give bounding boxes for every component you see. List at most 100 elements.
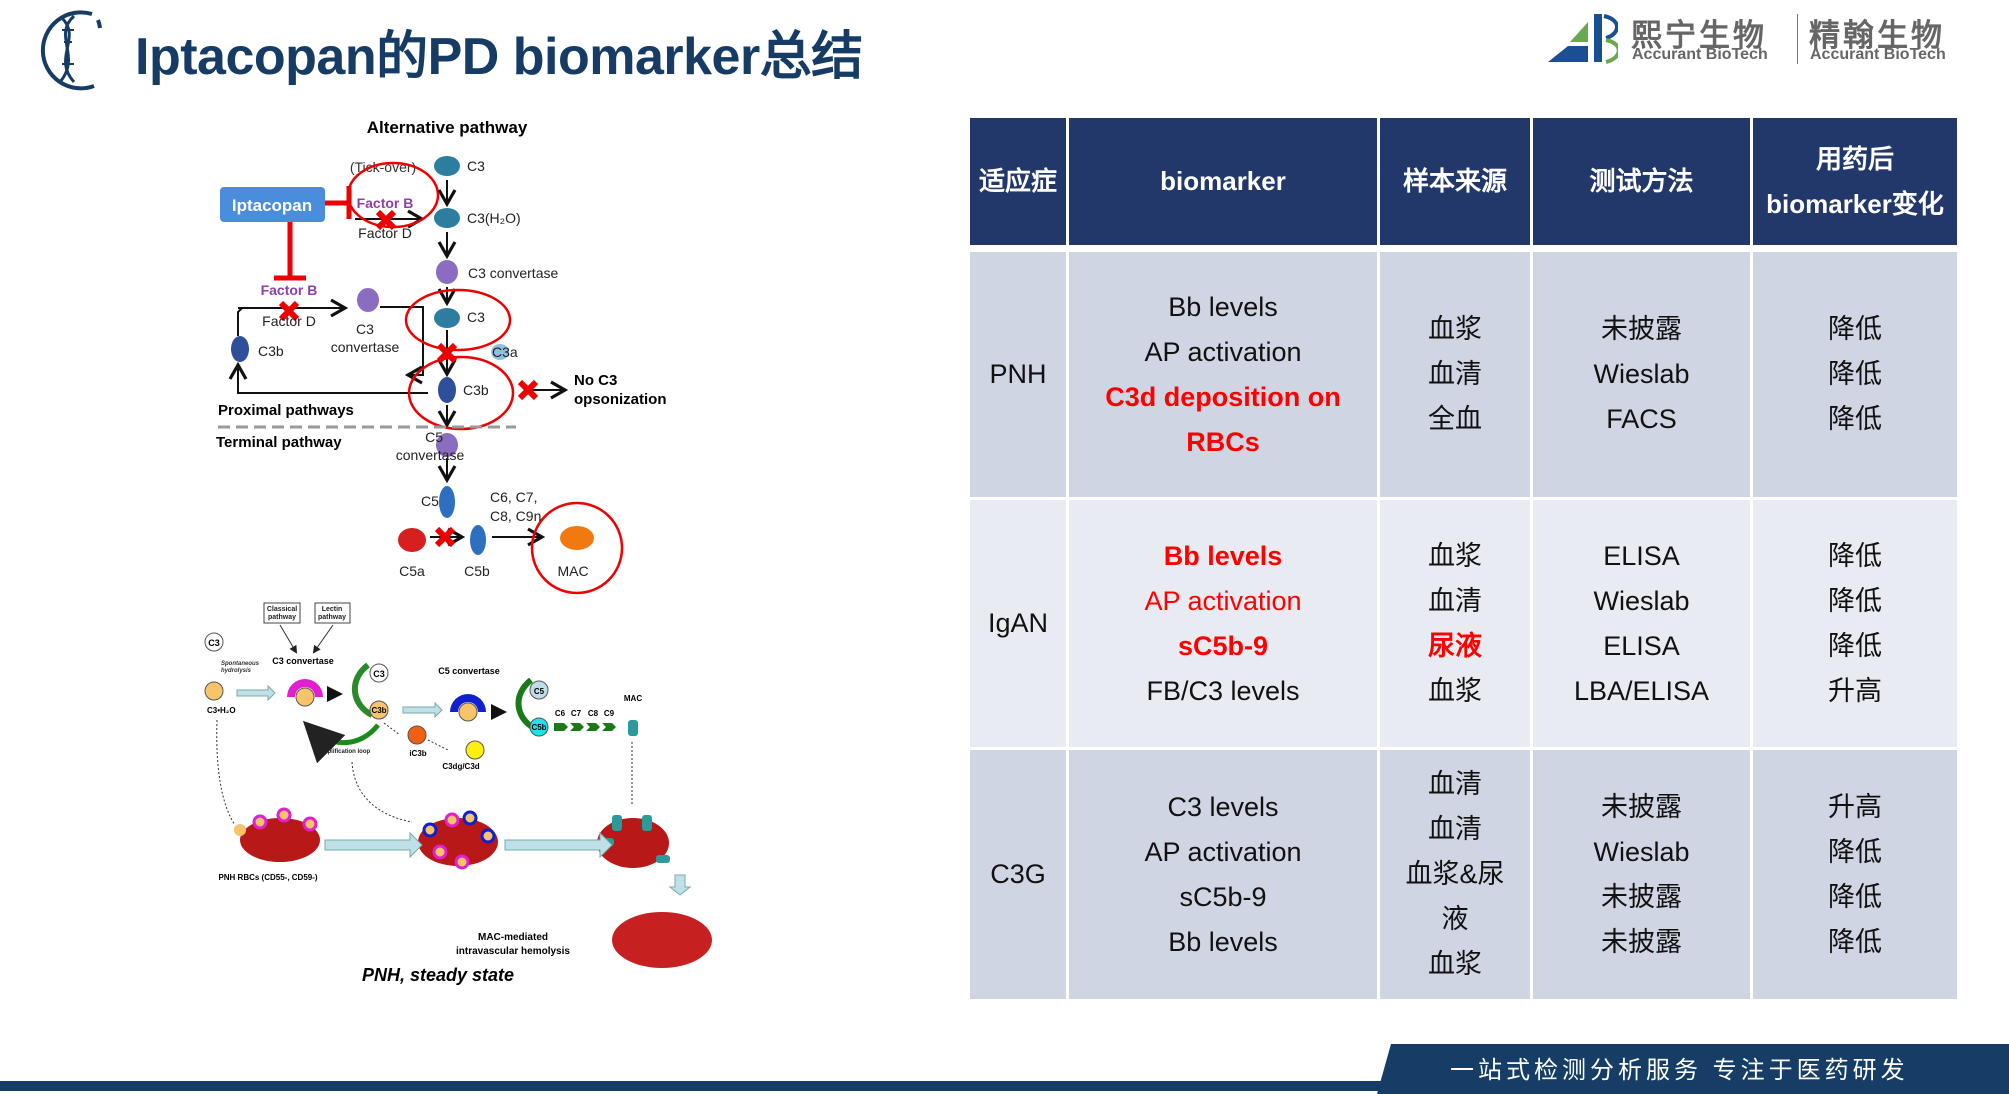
method-item: 未披露: [1601, 926, 1682, 957]
c3-convertase-word: convertase: [331, 339, 400, 355]
header-biomarker: biomarker: [1069, 118, 1377, 245]
factor-d-label-2: Factor D: [262, 313, 316, 329]
change-item: 降低: [1828, 630, 1882, 661]
c8c9-label: C8, C9n: [490, 508, 541, 524]
change-item: 升高: [1828, 791, 1882, 822]
biomarker-item: FB/C3 levels: [1146, 675, 1300, 706]
rbc-icons: [234, 807, 712, 968]
ic3b-label: iC3b: [409, 749, 426, 758]
method-item: Wieslab: [1593, 359, 1690, 389]
table-row-c3g-methods: 未披露 Wieslab 未披露 未披露: [1533, 750, 1750, 999]
diagram-title: Alternative pathway: [367, 118, 528, 137]
footer-bar: [0, 1081, 1400, 1091]
mac-label-2: MAC: [624, 694, 642, 703]
change-item: 升高: [1828, 675, 1882, 706]
c3-label-2: C3: [467, 309, 485, 325]
change-item: 降低: [1828, 314, 1882, 344]
c3-circle-label: C3: [208, 638, 220, 648]
c6c7-label: C6, C7,: [490, 489, 537, 505]
table-row-c3g-samples: 血清 血清 血浆&尿液 血浆: [1380, 750, 1530, 999]
iptacopan-label: Iptacopan: [232, 196, 312, 215]
footer-slogan: 一站式检测分析服务 专注于医药研发: [1450, 1057, 1909, 1084]
header-indication: 适应症: [970, 118, 1066, 245]
hydrolysis-label: hydrolysis: [221, 668, 252, 674]
classical-label: Classical: [267, 606, 297, 613]
method-item: ELISA: [1603, 540, 1680, 571]
c6-label: C6: [555, 709, 566, 718]
sample-item: 血浆: [1428, 949, 1482, 979]
lectin-label-2: pathway: [318, 614, 346, 621]
c3dg-label: C3dg/C3d: [442, 762, 479, 771]
pnh-rbcs-label: PNH RBCs (CD55-, CD59-): [218, 873, 317, 882]
header-change-line1: 用药后: [1815, 143, 1894, 174]
table-row-igan-biomarkers: Bb levels AP activation sC5b-9 FB/C3 lev…: [1069, 500, 1377, 747]
table-row-igan-methods: ELISA Wieslab ELISA LBA/ELISA: [1533, 500, 1750, 747]
sample-item: 血浆&尿液: [1405, 859, 1505, 934]
dna-logo-icon: [40, 10, 102, 91]
sample-item: 血浆: [1428, 540, 1482, 571]
change-item: 降低: [1828, 836, 1882, 867]
change-item: 降低: [1828, 881, 1882, 912]
biomarker-item: AP activation: [1144, 336, 1302, 367]
sample-item-highlight: 尿液: [1428, 630, 1482, 661]
c3-circle-label-2: C3: [373, 669, 385, 679]
table-row-pnh-indication: PNH: [970, 252, 1066, 497]
c3b-left-label: C3b: [258, 343, 284, 359]
accurant-logo-icon: [1548, 14, 1618, 64]
brand-logos: 熙宁生物 Accurant BioTech 精翰生物 Accurant BioT…: [1545, 10, 1965, 70]
mac-label: MAC: [557, 563, 588, 579]
c5a-label: C5a: [399, 563, 425, 579]
protein-icons: [231, 156, 594, 555]
change-item: 降低: [1828, 585, 1882, 616]
biomarker-item: Bb levels: [1168, 926, 1278, 957]
header-sample: 样本来源: [1380, 118, 1530, 245]
biomarker-item: AP activation: [1144, 836, 1302, 867]
header-change-line2: biomarker变化: [1766, 188, 1944, 219]
factor-d-label: Factor D: [358, 225, 412, 241]
sample-item: 血清: [1428, 585, 1482, 616]
change-item: 降低: [1828, 359, 1882, 389]
terminal-label: Terminal pathway: [216, 434, 342, 451]
change-item: 降低: [1828, 926, 1882, 957]
c3-convertase-c3-label: C3: [356, 321, 374, 337]
method-item: ELISA: [1603, 630, 1680, 661]
c5-convertase-word: convertase: [396, 447, 465, 463]
c3-convertase-label: C3 convertase: [468, 265, 558, 281]
footer-banner: [1377, 1044, 2009, 1094]
biomarker-item: sC5b-9: [1179, 881, 1267, 912]
diagram-caption: PNH, steady state: [362, 965, 514, 985]
no-c3-label: No C3: [574, 372, 617, 389]
iptacopan-box: [220, 187, 325, 222]
brand2-cn: 精翰生物: [1809, 18, 1945, 53]
complement-pathway-diagram: Alternative pathway Iptacopan (Tick-over…: [204, 118, 712, 985]
brand-divider: [1797, 14, 1798, 64]
brand1-cn: 熙宁生物: [1631, 18, 1767, 53]
sample-item: 血清: [1428, 359, 1482, 389]
c5-convertase-label-2: C5 convertase: [438, 666, 500, 676]
table-row-pnh-methods: 未披露 Wieslab FACS: [1533, 252, 1750, 497]
header-change: 用药后 biomarker变化: [1753, 118, 1957, 245]
c9-label: C9: [604, 709, 615, 718]
brand1-en: Accurant BioTech: [1632, 46, 1768, 63]
header-method: 测试方法: [1533, 118, 1750, 245]
biomarker-item: C3 levels: [1167, 791, 1279, 822]
table-row-igan-indication: IgAN: [970, 500, 1066, 747]
table-row-igan-samples: 血浆 血清 尿液 血浆: [1380, 500, 1530, 747]
c5-label: C5: [421, 493, 439, 509]
c3-label: C3: [467, 158, 485, 174]
table-row-c3g-changes: 升高 降低 降低 降低: [1753, 750, 1957, 999]
mac-mediated-label: MAC-mediated: [478, 932, 548, 943]
method-item: 未披露: [1601, 791, 1682, 822]
biomarker-item-highlight: sC5b-9: [1177, 630, 1269, 661]
page-title: Iptacopan的PD biomarker总结: [135, 28, 863, 86]
change-item: 降低: [1828, 540, 1882, 571]
table-row-c3g-biomarkers: C3 levels AP activation sC5b-9 Bb levels: [1069, 750, 1377, 999]
sample-item: 血清: [1428, 814, 1482, 844]
sample-item: 血浆: [1428, 675, 1482, 706]
biomarker-item-highlight: C3d deposition on RBCs: [1105, 381, 1341, 457]
hemolysis-label: intravascular hemolysis: [456, 946, 570, 957]
biomarker-table: 适应症 biomarker 样本来源 测试方法 用药后 biomarker变化 …: [970, 118, 1957, 999]
lectin-label: Lectin: [322, 606, 343, 613]
c5b-circle-label: C5b: [531, 723, 546, 732]
method-item: 未披露: [1601, 881, 1682, 912]
